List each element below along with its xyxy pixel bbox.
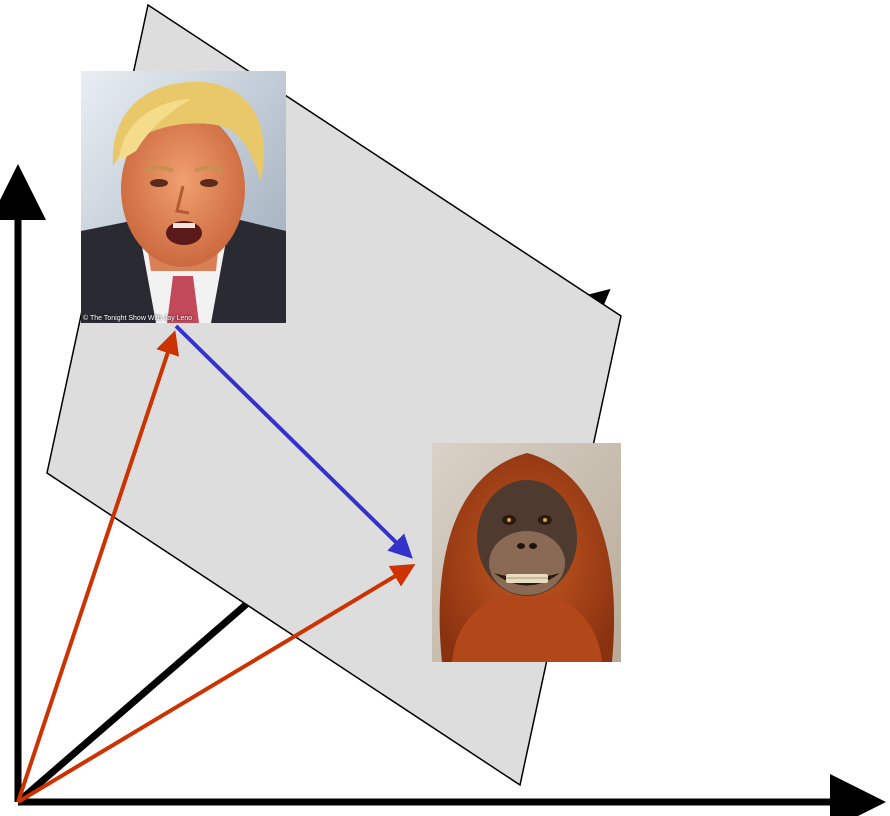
- vector-to-person: [16, 330, 180, 803]
- orangutan-face-icon: [432, 443, 621, 662]
- difference-vector: [174, 324, 413, 559]
- person-face-icon: [81, 71, 286, 323]
- orangutan-photo: [432, 443, 621, 662]
- vector-to-orangutan: [16, 563, 416, 804]
- person-photo: © The Tonight Show With Jay Leno: [81, 71, 286, 323]
- photo-credit: © The Tonight Show With Jay Leno: [83, 315, 193, 322]
